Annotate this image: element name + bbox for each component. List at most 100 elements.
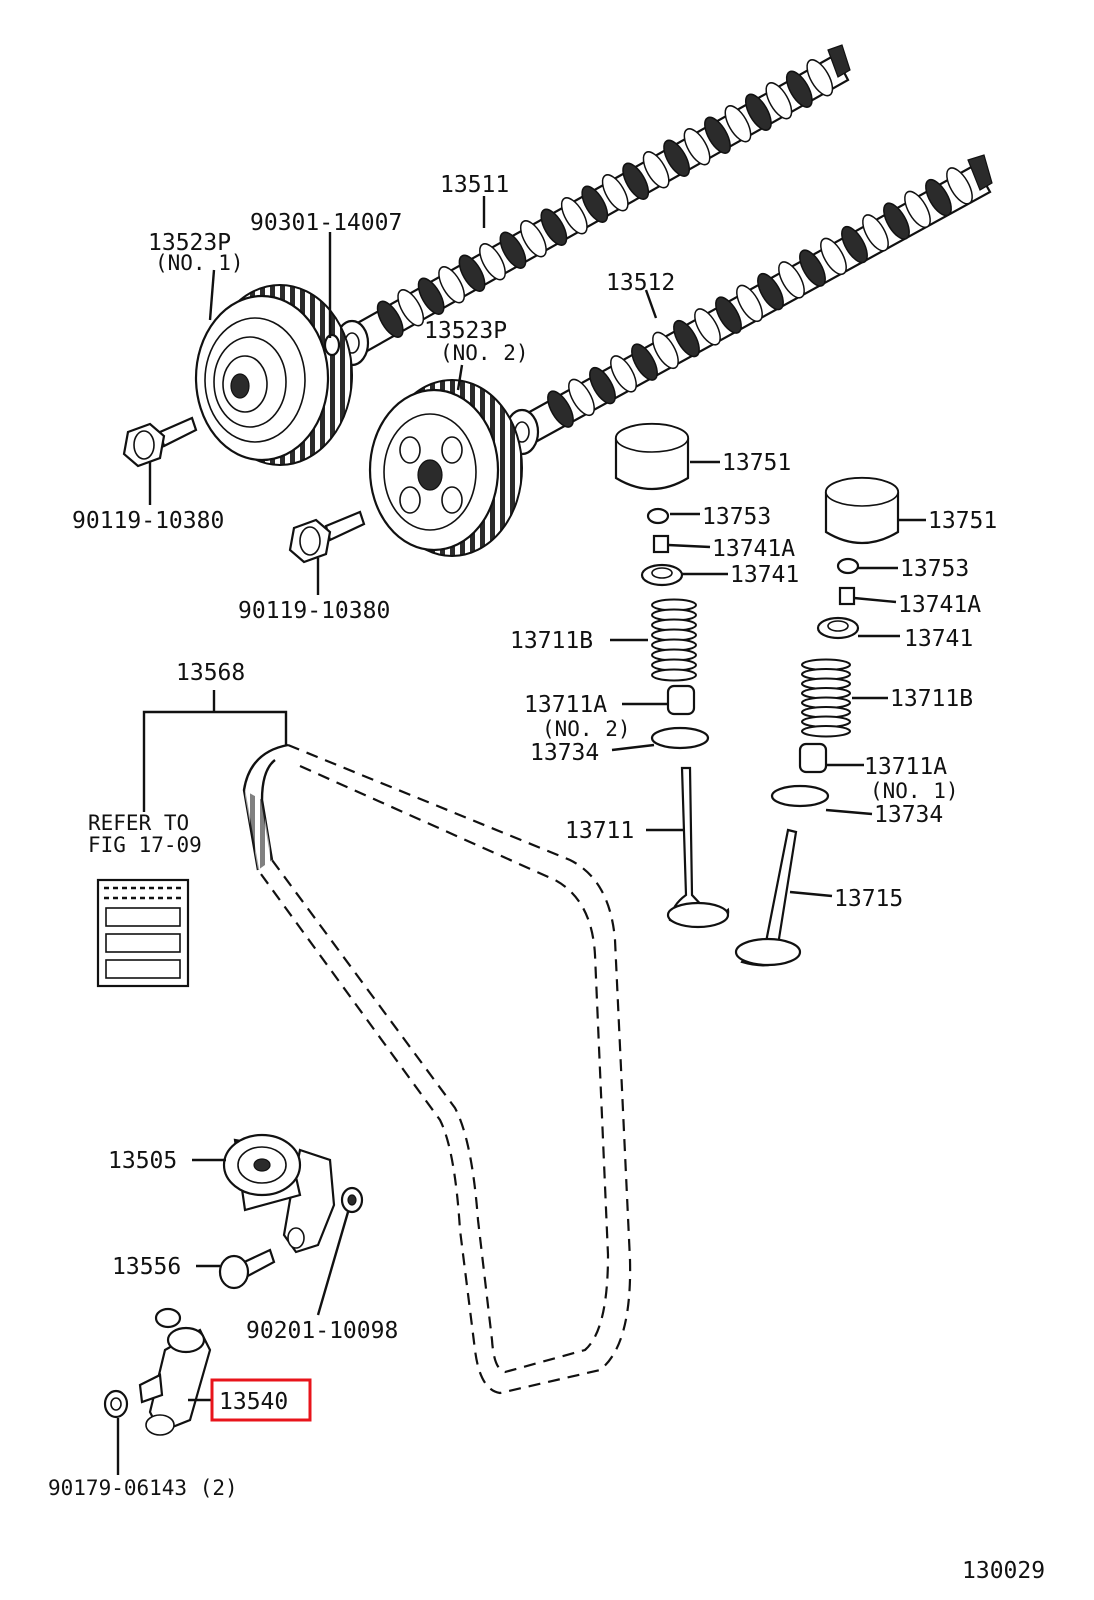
cam-lobe bbox=[724, 105, 752, 143]
cam-lobe bbox=[778, 261, 805, 299]
cam-lobe bbox=[376, 300, 404, 338]
diagram-number: 130029 bbox=[962, 1558, 1045, 1584]
label-90179-06143[interactable]: 90179-06143 (2) bbox=[48, 1476, 238, 1500]
camshaft-icon bbox=[334, 44, 851, 367]
flange-bolt-icon bbox=[288, 510, 366, 564]
label-13734-b[interactable]: 13734 bbox=[874, 802, 943, 828]
label-13505[interactable]: 13505 bbox=[108, 1148, 177, 1174]
valve-keeper-icon bbox=[652, 534, 670, 554]
valve-retainer-icon bbox=[816, 616, 860, 640]
label-90201-10098[interactable]: 90201-10098 bbox=[246, 1318, 398, 1344]
label-13715[interactable]: 13715 bbox=[834, 886, 903, 912]
shim-icon bbox=[836, 557, 860, 575]
cam-lobe bbox=[904, 190, 931, 229]
cam-lobe bbox=[806, 59, 834, 97]
cam-lobe bbox=[417, 277, 445, 315]
label-13523p-no1[interactable]: 13523P bbox=[148, 230, 231, 256]
cam-lobe bbox=[765, 82, 793, 120]
spring-seat-icon bbox=[650, 726, 710, 750]
label-13711b-b[interactable]: 13711B bbox=[890, 686, 973, 712]
cam-lobe bbox=[799, 249, 826, 287]
valve-spring-icon bbox=[651, 598, 697, 682]
label-13568[interactable]: 13568 bbox=[176, 660, 245, 686]
belt-tensioner-icon bbox=[138, 1307, 212, 1436]
valve-lifter-icon bbox=[614, 422, 690, 490]
washer-icon bbox=[323, 333, 341, 357]
label-13711b-a[interactable]: 13711B bbox=[510, 628, 593, 654]
cam-lobe bbox=[642, 151, 670, 189]
label-13540[interactable]: 13540 bbox=[219, 1389, 288, 1415]
label-13523p-no1-sub: (NO. 1) bbox=[155, 251, 244, 275]
cam-lobe bbox=[820, 237, 847, 276]
cam-lobe bbox=[785, 70, 813, 108]
cam-lobe bbox=[744, 93, 772, 131]
label-13753-b[interactable]: 13753 bbox=[900, 556, 969, 582]
flange-bolt-icon bbox=[218, 1248, 276, 1290]
cam-lobe bbox=[736, 284, 763, 323]
refer-text-line1: REFER TO bbox=[88, 811, 189, 835]
label-13741-b[interactable]: 13741 bbox=[904, 626, 973, 652]
label-13512[interactable]: 13512 bbox=[606, 270, 675, 296]
cam-lobe bbox=[397, 289, 425, 327]
cam-lobe bbox=[610, 355, 637, 393]
valve-icon bbox=[734, 828, 802, 967]
refer-text-line2[interactable]: FIG 17-09 bbox=[88, 833, 202, 857]
label-13511[interactable]: 13511 bbox=[440, 172, 509, 198]
camshaft-icon bbox=[504, 154, 993, 456]
cam-lobe bbox=[683, 128, 711, 166]
cam-lobe bbox=[704, 116, 731, 154]
cam-lobe bbox=[547, 390, 574, 428]
label-90119-10380-a[interactable]: 90119-10380 bbox=[72, 508, 224, 534]
cam-lobe bbox=[540, 208, 568, 246]
spring-seat-icon bbox=[770, 784, 830, 808]
label-13753-a[interactable]: 13753 bbox=[702, 504, 771, 530]
label-13556[interactable]: 13556 bbox=[112, 1254, 181, 1280]
reference-booklet-icon bbox=[96, 878, 190, 988]
label-90119-10380-b[interactable]: 90119-10380 bbox=[238, 598, 390, 624]
label-13741a-b[interactable]: 13741A bbox=[898, 592, 981, 618]
label-90301-14007[interactable]: 90301-14007 bbox=[250, 210, 402, 236]
valve-icon bbox=[666, 766, 730, 929]
label-13711a-a-sub: (NO. 2) bbox=[542, 717, 631, 741]
valve-retainer-icon bbox=[640, 563, 684, 587]
cam-lobe bbox=[622, 162, 650, 200]
label-13751-a[interactable]: 13751 bbox=[722, 450, 791, 476]
flange-bolt-icon bbox=[122, 416, 198, 468]
label-13523p-no2-sub: (NO. 2) bbox=[440, 341, 529, 365]
label-13523p-no2[interactable]: 13523P bbox=[424, 318, 507, 344]
cam-lobe bbox=[438, 266, 466, 304]
cam-lobe bbox=[601, 174, 629, 212]
cam-lobe bbox=[663, 139, 691, 177]
cam-lobe bbox=[581, 185, 609, 223]
label-13734-a[interactable]: 13734 bbox=[530, 740, 599, 766]
cam-lobe bbox=[568, 378, 595, 417]
label-13711a-a[interactable]: 13711A bbox=[524, 692, 607, 718]
label-13741-a[interactable]: 13741 bbox=[730, 562, 799, 588]
timing-gear-icon bbox=[194, 284, 353, 466]
cam-lobe bbox=[631, 343, 658, 381]
cam-lobe bbox=[673, 319, 700, 358]
cam-lobe bbox=[841, 225, 868, 264]
shim-icon bbox=[646, 507, 670, 525]
label-13711[interactable]: 13711 bbox=[565, 818, 634, 844]
cam-lobe bbox=[519, 220, 547, 258]
cam-lobe bbox=[458, 254, 486, 292]
cam-lobe bbox=[479, 243, 506, 281]
cam-lobe bbox=[694, 308, 721, 346]
cam-lobe bbox=[925, 178, 952, 217]
valve-spring-icon bbox=[801, 658, 851, 738]
cam-lobe bbox=[883, 202, 910, 240]
label-13711a-b-sub: (NO. 1) bbox=[870, 779, 959, 803]
cam-lobe bbox=[589, 366, 616, 405]
label-13711a-b[interactable]: 13711A bbox=[864, 754, 947, 780]
label-13741a-a[interactable]: 13741A bbox=[712, 536, 795, 562]
spring-coil bbox=[801, 725, 851, 738]
cam-lobe bbox=[715, 296, 742, 334]
timing-gear-icon bbox=[368, 379, 523, 557]
label-13751-b[interactable]: 13751 bbox=[928, 508, 997, 534]
cam-lobe bbox=[652, 331, 679, 370]
cam-lobe bbox=[862, 214, 889, 252]
cam-lobe bbox=[757, 272, 784, 311]
timing-belt-icon bbox=[242, 743, 632, 1395]
